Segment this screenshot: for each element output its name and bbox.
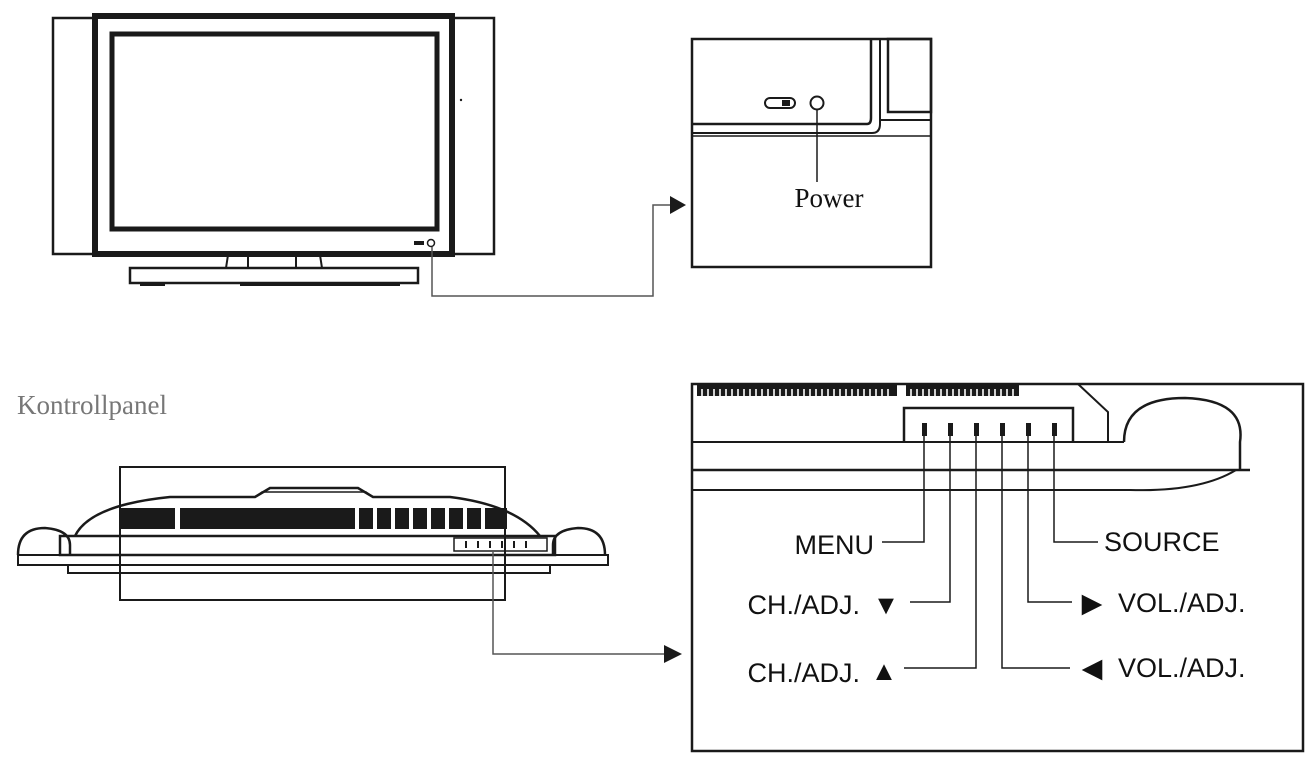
- power-zoom-frame: [690, 37, 933, 269]
- vol-left-leader: [1001, 436, 1070, 669]
- ch-down-arrow-icon: ▼: [873, 590, 900, 620]
- control-buttons: [922, 423, 1057, 436]
- menu-leader: [882, 436, 925, 543]
- power-indicator: [764, 97, 796, 109]
- vol-left-arrow-icon: ◀: [1082, 653, 1103, 683]
- vol-right-label: VOL./ADJ.: [1118, 588, 1246, 618]
- top-view-vents: [120, 508, 507, 529]
- control-arrow-head: [664, 645, 682, 663]
- power-leader-line: [431, 204, 670, 297]
- top-view-button-strip: [453, 537, 548, 552]
- power-button: [809, 95, 825, 111]
- ch-up-button: [974, 423, 979, 436]
- ch-down-button: [948, 423, 953, 436]
- vol-left-button: [1000, 423, 1005, 436]
- source-label: SOURCE: [1104, 527, 1220, 557]
- ch-down-leader: [910, 436, 951, 603]
- source-leader: [1053, 436, 1098, 543]
- menu-label: MENU: [795, 530, 875, 560]
- ch-up-arrow-icon: ▲: [871, 656, 898, 686]
- tv-base: [128, 266, 420, 285]
- vol-right-leader: [1027, 436, 1072, 603]
- tv-screen: [109, 31, 440, 232]
- source-button: [1052, 423, 1057, 436]
- control-leader-line: [492, 551, 664, 655]
- menu-button: [922, 423, 927, 436]
- vol-left-label: VOL./ADJ.: [1118, 653, 1246, 683]
- right-speaker: [450, 16, 496, 256]
- ch-down-label: CH./ADJ.: [747, 590, 860, 620]
- tv-front-view: [51, 13, 496, 286]
- power-zoom-box: [690, 37, 933, 269]
- power-arrow-head: [670, 196, 686, 214]
- tv-power-button: [426, 238, 436, 248]
- ch-up-label: CH./ADJ.: [747, 658, 860, 688]
- control-vent-gaps: [701, 389, 1014, 396]
- power-label: Power: [795, 183, 864, 213]
- left-speaker: [51, 16, 97, 256]
- ch-up-leader: [904, 436, 977, 669]
- tv-top-view: [16, 466, 609, 601]
- button-leader-lines: [882, 436, 1098, 669]
- top-view-button-ticks: [465, 541, 527, 548]
- vol-right-button: [1026, 423, 1031, 436]
- control-zoom-frame: [690, 382, 1305, 753]
- button-housing: [902, 406, 1075, 442]
- tv-bezel: [92, 13, 455, 257]
- vol-right-arrow-icon: ▶: [1082, 588, 1103, 618]
- control-panel-caption: Kontrollpanel: [17, 390, 167, 420]
- control-zoom-box: [690, 382, 1305, 753]
